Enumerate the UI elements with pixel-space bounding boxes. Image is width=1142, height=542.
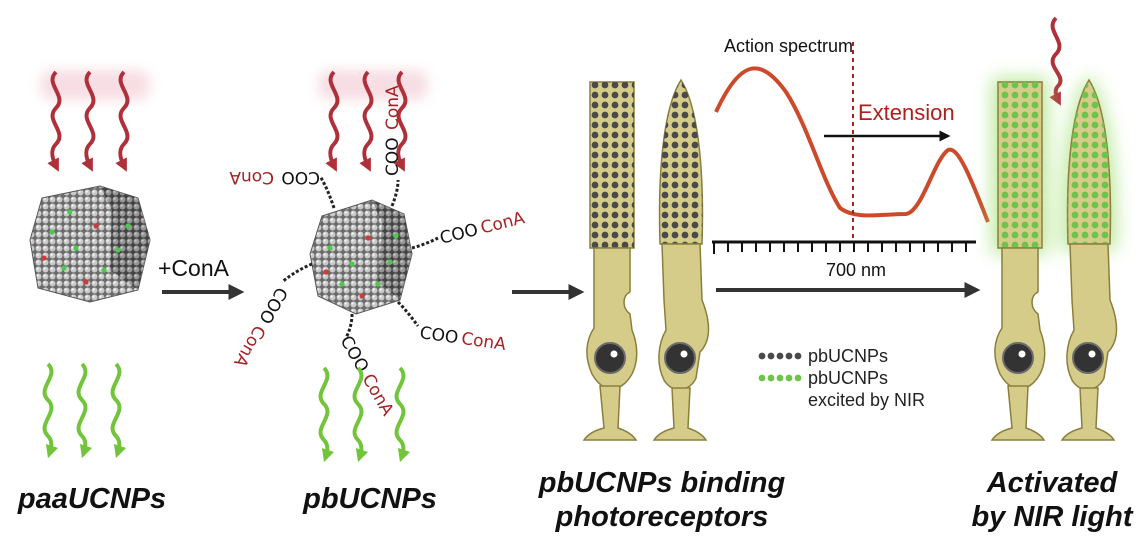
- emission-wave-arrow: [42, 362, 59, 459]
- coo-label: COO: [438, 220, 480, 249]
- nir-arrows-group-1: [40, 70, 150, 172]
- legend-item-excited: pbUCNPs: [808, 368, 888, 388]
- cona-label: ConA: [460, 329, 507, 355]
- ligand-chains: [281, 175, 439, 339]
- nanoparticle: [29, 185, 151, 303]
- legend-item-excited-line2: excited by NIR: [808, 390, 925, 410]
- emission-arrows-group-2: [318, 366, 411, 463]
- cone-cell: [652, 78, 710, 441]
- cona-label: ConA: [479, 208, 528, 238]
- ligand-bottom: COO ConA: [336, 333, 398, 420]
- ligand-right: COO ConA: [438, 208, 527, 248]
- coo-label: COO: [383, 137, 403, 176]
- nir-wave-arrow: [359, 70, 374, 172]
- ligand-lower-right: COO ConA: [418, 323, 507, 355]
- emission-wave-arrow: [352, 366, 369, 463]
- action-spectrum-inset: Action spectrum Extension 700: [712, 36, 990, 280]
- cell-nucleus: [1072, 342, 1104, 374]
- legend: pbUCNPs pbUCNPs excited by NIR: [758, 346, 925, 410]
- coo-label: COO: [281, 167, 320, 187]
- legend-dark-dots: [758, 352, 802, 360]
- nir-wave-arrow: [325, 70, 340, 172]
- cell-nucleus: [664, 342, 696, 374]
- tick-label-700nm: 700 nm: [826, 260, 886, 280]
- nir-wave-arrow: [47, 70, 62, 172]
- cona-label: ConA: [229, 167, 274, 187]
- action-spectrum-curve: [714, 66, 990, 223]
- nir-wave-arrow: [115, 70, 130, 172]
- rod-cell: [582, 81, 638, 441]
- cona-label: ConA: [229, 322, 269, 371]
- ligand-upper-right: COO ConA: [383, 85, 403, 176]
- nir-wave-arrow: [393, 70, 408, 172]
- label-binding-line1: pbUCNPs binding: [538, 467, 786, 499]
- emission-wave-arrow: [76, 362, 93, 459]
- coo-label: COO: [418, 323, 459, 348]
- coo-label: COO: [254, 284, 291, 327]
- emission-wave-arrow: [110, 362, 127, 459]
- legend-item-pbucnps: pbUCNPs: [808, 346, 888, 366]
- rod-cell: [990, 81, 1046, 441]
- axis-ticks: [713, 242, 967, 254]
- ligand-upper-left: COO ConA: [229, 167, 320, 187]
- plus-cona-label: +ConA: [158, 255, 230, 281]
- nanoparticle: [309, 199, 413, 315]
- label-activated-line2: by NIR light: [971, 501, 1133, 533]
- cona-label: ConA: [358, 371, 398, 420]
- cona-label: ConA: [383, 85, 403, 130]
- emission-wave-arrow: [394, 366, 411, 463]
- ligand-left: COO ConA: [229, 284, 291, 371]
- nir-arrows-group-2: [318, 70, 428, 172]
- emission-wave-arrow: [318, 366, 335, 463]
- spectrum-title: Action spectrum: [724, 36, 853, 56]
- dopant-dots: [323, 233, 399, 299]
- legend-green-dots: [758, 374, 802, 382]
- cell-nucleus: [1002, 342, 1034, 374]
- cell-nucleus: [594, 342, 626, 374]
- dopant-dots: [41, 209, 131, 285]
- label-paaucnps: paaUCNPs: [17, 483, 166, 515]
- label-activated-line1: Activated: [986, 467, 1119, 499]
- label-pbucnps: pbUCNPs: [302, 483, 437, 515]
- nir-wave-arrow: [1049, 16, 1063, 106]
- coo-label: COO: [336, 333, 373, 376]
- label-binding-line2: photoreceptors: [555, 501, 769, 533]
- emission-arrows-group-1: [42, 362, 127, 459]
- extension-label: Extension: [858, 100, 955, 125]
- nir-wave-arrow: [81, 70, 96, 172]
